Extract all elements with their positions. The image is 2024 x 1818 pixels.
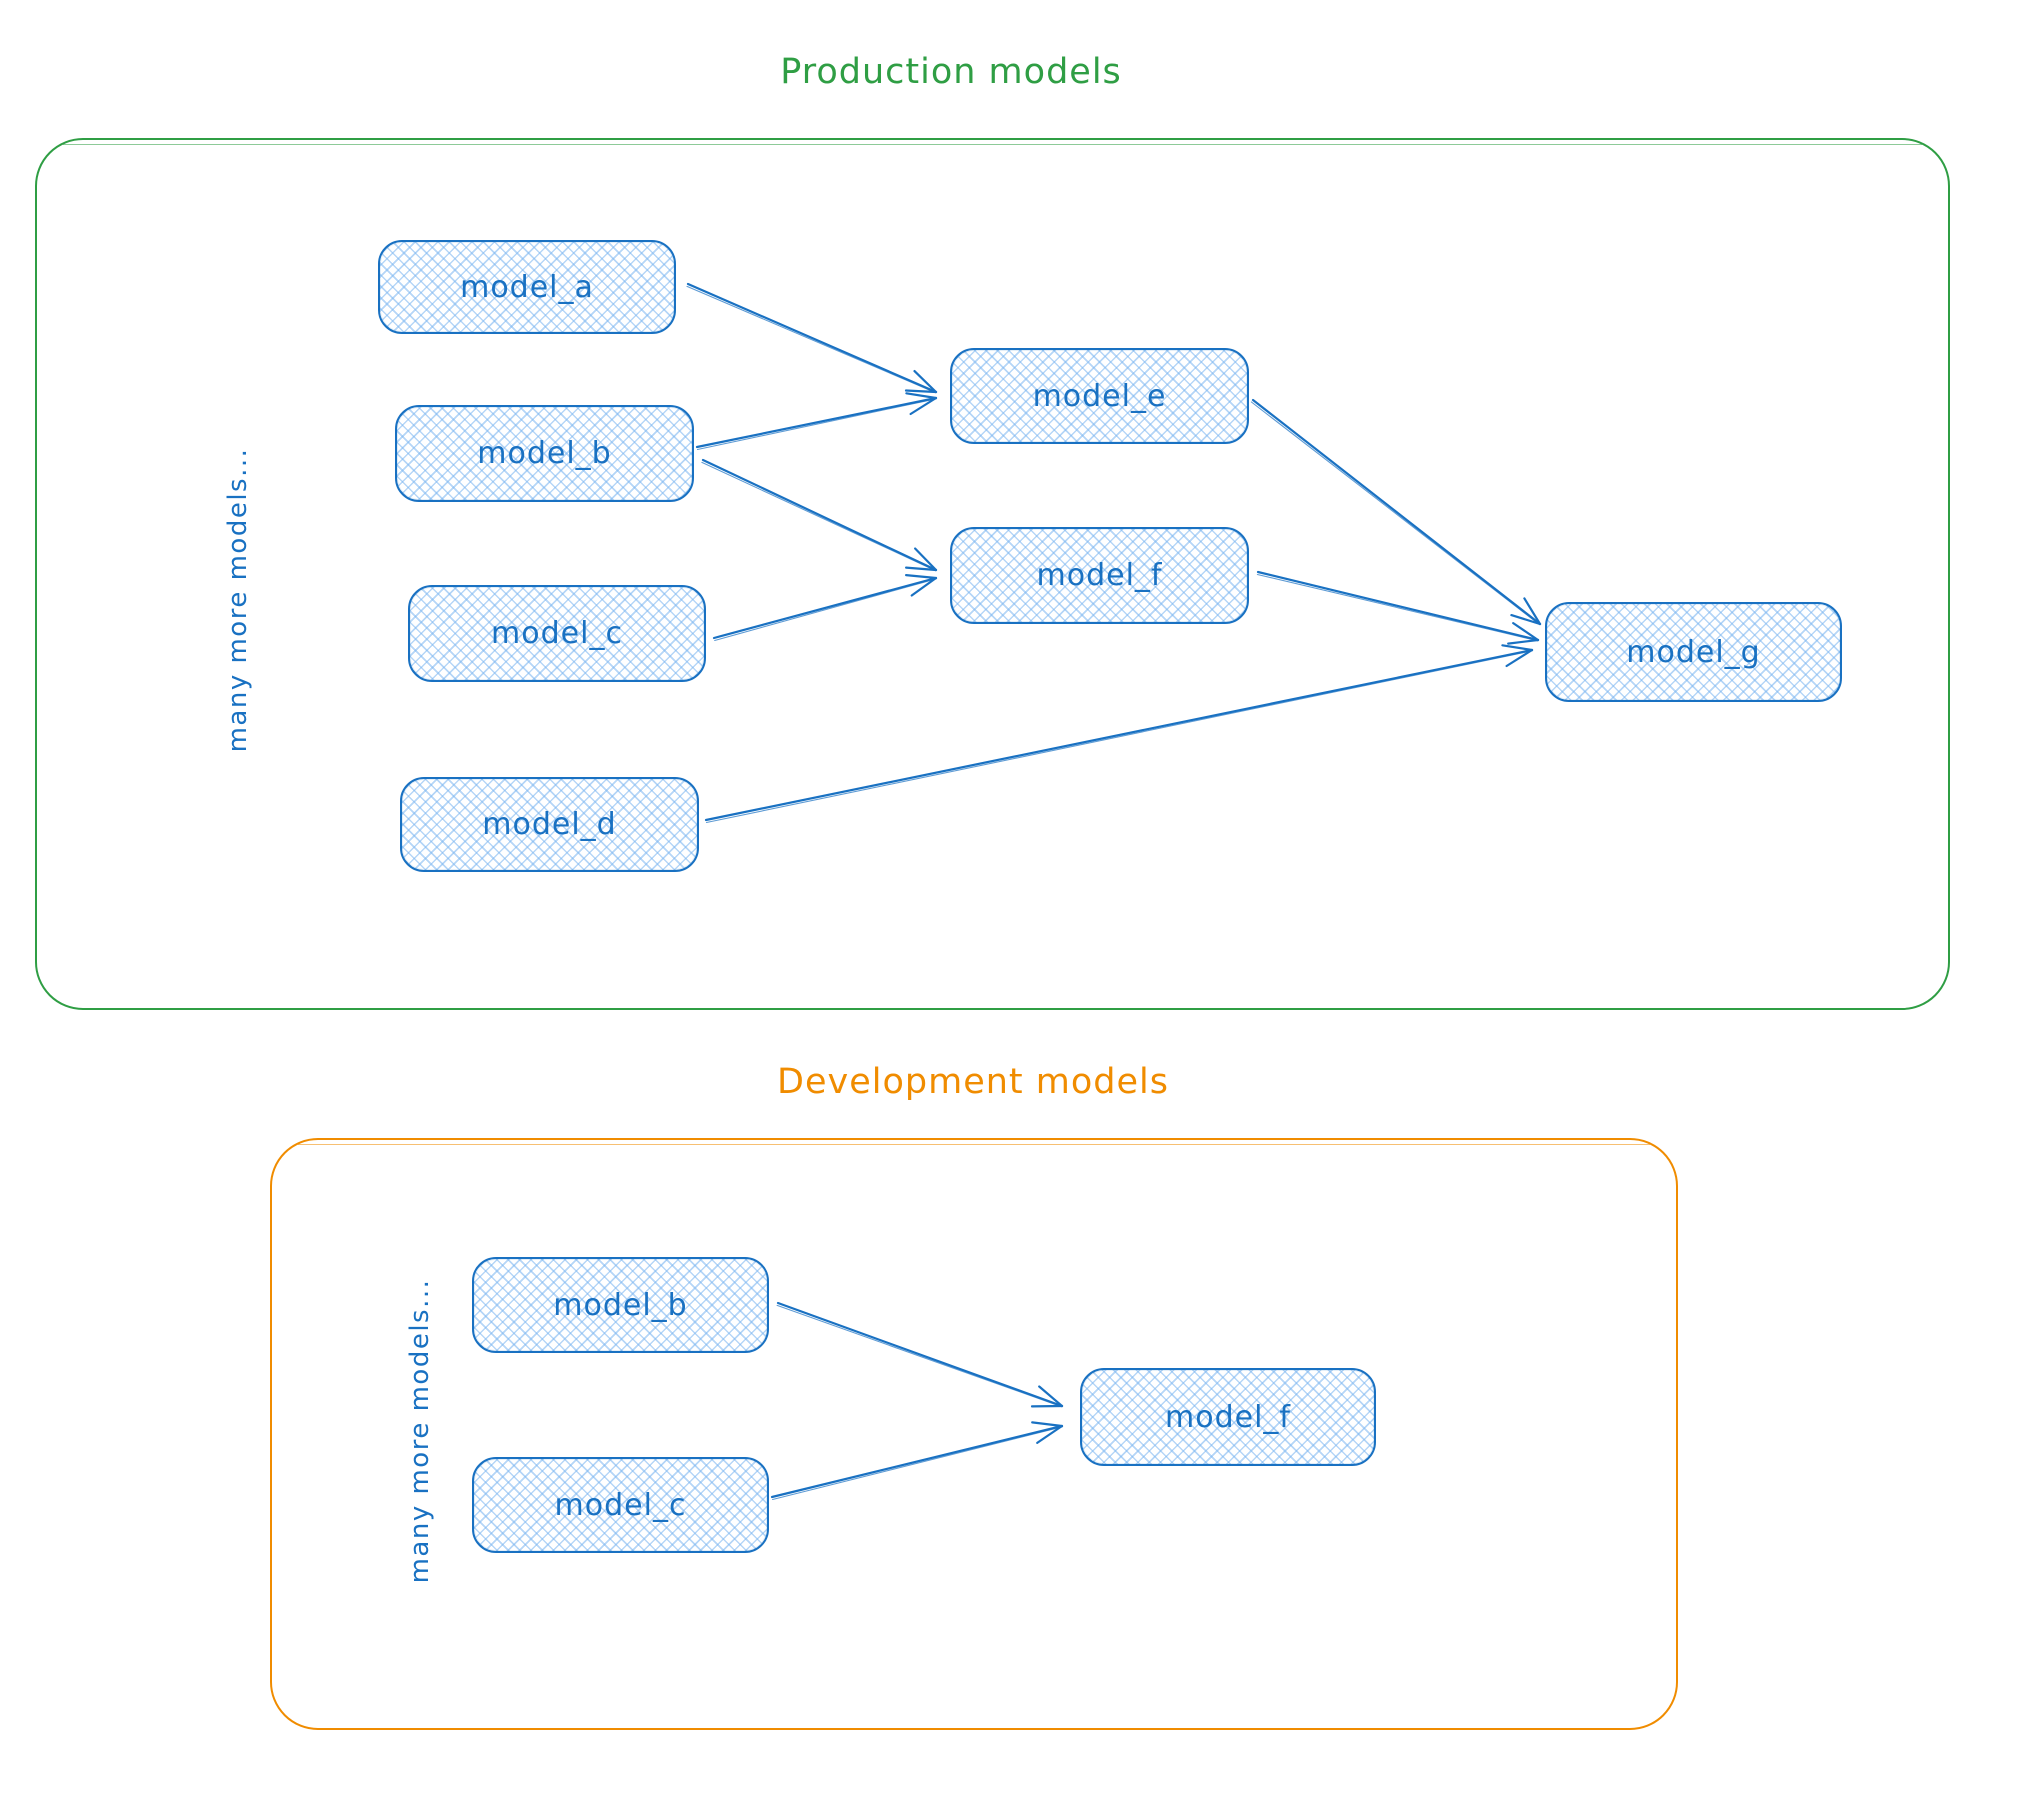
node-model-c-production: model_c	[408, 585, 706, 682]
node-label: model_f	[1036, 558, 1163, 593]
development-side-label: many more models...	[405, 1278, 435, 1584]
node-model-f-production: model_f	[950, 527, 1249, 624]
node-label: model_e	[1032, 378, 1167, 414]
development-section-title: Development models	[777, 1062, 1169, 1102]
production-frame	[35, 138, 1950, 1010]
node-label: model_g	[1626, 634, 1761, 670]
node-model-c-development: model_c	[472, 1457, 769, 1553]
node-label: model_d	[482, 807, 617, 842]
production-side-label: many more models...	[223, 447, 253, 753]
node-model-b-production: model_b	[395, 405, 694, 502]
node-label: model_b	[477, 436, 612, 471]
node-model-e-production: model_e	[950, 348, 1249, 444]
node-label: model_b	[553, 1287, 688, 1323]
node-label: model_c	[554, 1487, 687, 1523]
node-model-a-production: model_a	[378, 240, 676, 334]
node-model-d-production: model_d	[400, 777, 699, 872]
node-label: model_c	[491, 616, 623, 651]
node-model-f-development: model_f	[1080, 1368, 1376, 1466]
production-section-title: Production models	[780, 52, 1122, 92]
development-frame	[270, 1138, 1678, 1730]
node-label: model_f	[1165, 1399, 1291, 1435]
node-model-g-production: model_g	[1545, 602, 1842, 702]
node-model-b-development: model_b	[472, 1257, 769, 1353]
node-label: model_a	[460, 269, 594, 305]
